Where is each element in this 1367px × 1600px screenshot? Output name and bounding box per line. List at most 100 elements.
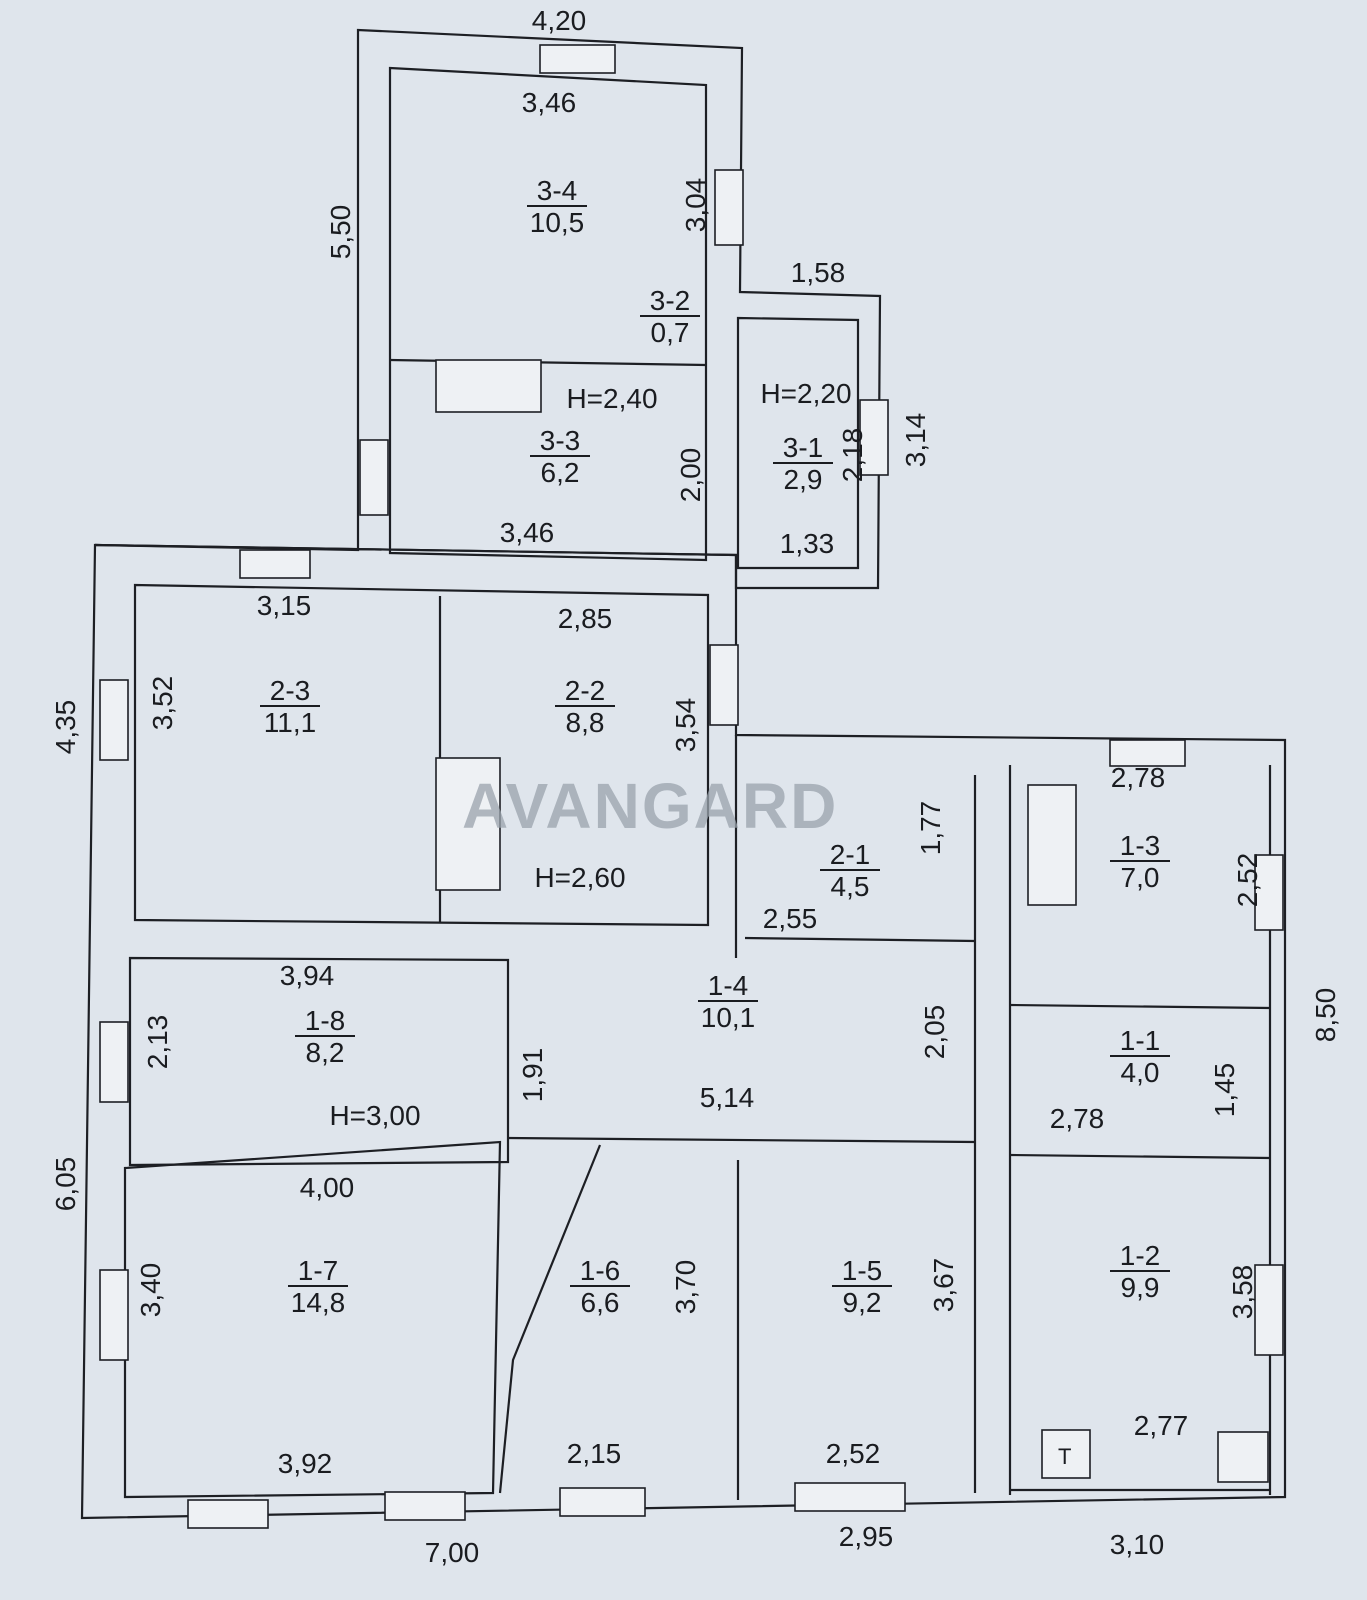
- dimension-label: 5,14: [700, 1082, 755, 1113]
- dimension-label: 2,00: [675, 448, 706, 503]
- dimension-label: 4,20: [532, 5, 587, 36]
- dimension-label: 1,58: [791, 257, 846, 288]
- dimension-label: 2,78: [1050, 1103, 1105, 1134]
- dimension-label: 5,50: [325, 205, 356, 260]
- dimension-label: 1,45: [1209, 1063, 1240, 1118]
- window: [384, 1491, 466, 1521]
- window: [187, 1499, 269, 1529]
- window: [99, 1269, 129, 1361]
- boiler-icon: [1041, 1429, 1091, 1479]
- dimension-label: 8,50: [1310, 988, 1341, 1043]
- dimension-label: 2,78: [1111, 762, 1166, 793]
- window: [99, 1021, 129, 1103]
- ceiling-height: H=2,20: [760, 378, 851, 409]
- dimension-label: 2,55: [763, 903, 818, 934]
- dimension-label: 2,15: [567, 1438, 622, 1469]
- dimension-label: 3,46: [500, 517, 555, 548]
- window: [539, 44, 616, 74]
- dimension-label: 1,91: [517, 1048, 548, 1103]
- window: [1254, 1264, 1284, 1356]
- dimension-label: 3,14: [900, 413, 931, 468]
- room-area: 4,0: [1121, 1057, 1160, 1088]
- window: [709, 644, 739, 726]
- dimension-label: 3,10: [1110, 1529, 1165, 1560]
- room-id: 1-7: [298, 1255, 338, 1286]
- dimension-label: 3,94: [280, 960, 335, 991]
- dimension-label: 7,00: [425, 1537, 480, 1568]
- window: [559, 1487, 646, 1517]
- dimension-label: 1,33: [780, 528, 835, 559]
- room-id: 1-8: [305, 1005, 345, 1036]
- room-area: 2,9: [784, 464, 823, 495]
- dimension-label: 3,92: [278, 1448, 333, 1479]
- dimension-label: 2,05: [919, 1005, 950, 1060]
- window: [794, 1482, 906, 1512]
- labels: 3-410,5 3-20,7 3-36,2 3-12,9 2-311,1 2-28,8 2-…: [50, 5, 1341, 1568]
- dimension-label: 3,52: [147, 676, 178, 731]
- room-area: 6,2: [541, 457, 580, 488]
- room-area: 10,1: [701, 1002, 756, 1033]
- dimension-label: 3,46: [522, 87, 577, 118]
- dimension-label: 3,15: [257, 590, 312, 621]
- room-id: 1-3: [1120, 830, 1160, 861]
- stove-icon: [1217, 1431, 1269, 1483]
- room-area: 4,5: [831, 871, 870, 902]
- window: [359, 439, 389, 516]
- window: [714, 169, 744, 246]
- room-id: 1-2: [1120, 1240, 1160, 1271]
- room-id: 2-3: [270, 675, 310, 706]
- room-area: 6,6: [581, 1287, 620, 1318]
- ceiling-height: H=2,40: [566, 383, 657, 414]
- room-area: 9,2: [843, 1287, 882, 1318]
- stoves: T: [435, 359, 1269, 1483]
- room-id: 2-2: [565, 675, 605, 706]
- stove-icon: [435, 757, 501, 891]
- room-area: 7,0: [1121, 862, 1160, 893]
- ceiling-height: H=3,00: [329, 1100, 420, 1131]
- room-area: 10,5: [530, 207, 585, 238]
- room-area: 8,8: [566, 707, 605, 738]
- dimension-label: 2,52: [1232, 853, 1263, 908]
- window: [239, 549, 311, 579]
- bathtub-icon: [1027, 784, 1077, 906]
- dimension-label: 2,95: [839, 1521, 894, 1552]
- room-id: 1-5: [842, 1255, 882, 1286]
- room-id: 1-4: [708, 970, 748, 1001]
- dimension-label: 3,58: [1227, 1265, 1258, 1320]
- dimension-label: 3,40: [135, 1263, 166, 1318]
- dimension-label: 4,35: [50, 700, 81, 755]
- room-id: 1-1: [1120, 1025, 1160, 1056]
- stove-icon: [435, 359, 542, 413]
- ceiling-height: H=2,60: [534, 862, 625, 893]
- window: [1109, 739, 1186, 767]
- room-id: 3-2: [650, 285, 690, 316]
- dimension-label: 2,77: [1134, 1410, 1189, 1441]
- room-id: 1-6: [580, 1255, 620, 1286]
- window: [859, 399, 889, 476]
- dimension-label: 3,67: [928, 1258, 959, 1313]
- walls: [80, 28, 1287, 1520]
- dimension-label: 2,18: [837, 428, 868, 483]
- room-id: 3-4: [537, 175, 577, 206]
- dimension-label: 3,70: [670, 1260, 701, 1315]
- room-area: 0,7: [651, 317, 690, 348]
- room-area: 14,8: [291, 1287, 346, 1318]
- dimension-label: 1,77: [915, 801, 946, 856]
- window: [1254, 854, 1284, 931]
- room-area: 11,1: [264, 707, 316, 738]
- room-id: 3-1: [783, 432, 823, 463]
- watermark: AVANGARD: [462, 770, 838, 842]
- dimension-label: 2,13: [142, 1015, 173, 1070]
- room-area: 9,9: [1121, 1272, 1160, 1303]
- room-id: 2-1: [830, 839, 870, 870]
- window: [99, 679, 129, 761]
- room-id: 3-3: [540, 425, 580, 456]
- dimension-label: 3,54: [670, 698, 701, 753]
- windows: [99, 44, 1284, 1529]
- room-area: 8,2: [306, 1037, 345, 1068]
- dimension-label: 4,00: [300, 1172, 355, 1203]
- dimension-label: 6,05: [50, 1157, 81, 1212]
- dimension-label: 2,52: [826, 1438, 881, 1469]
- dimension-label: 3,04: [680, 178, 711, 233]
